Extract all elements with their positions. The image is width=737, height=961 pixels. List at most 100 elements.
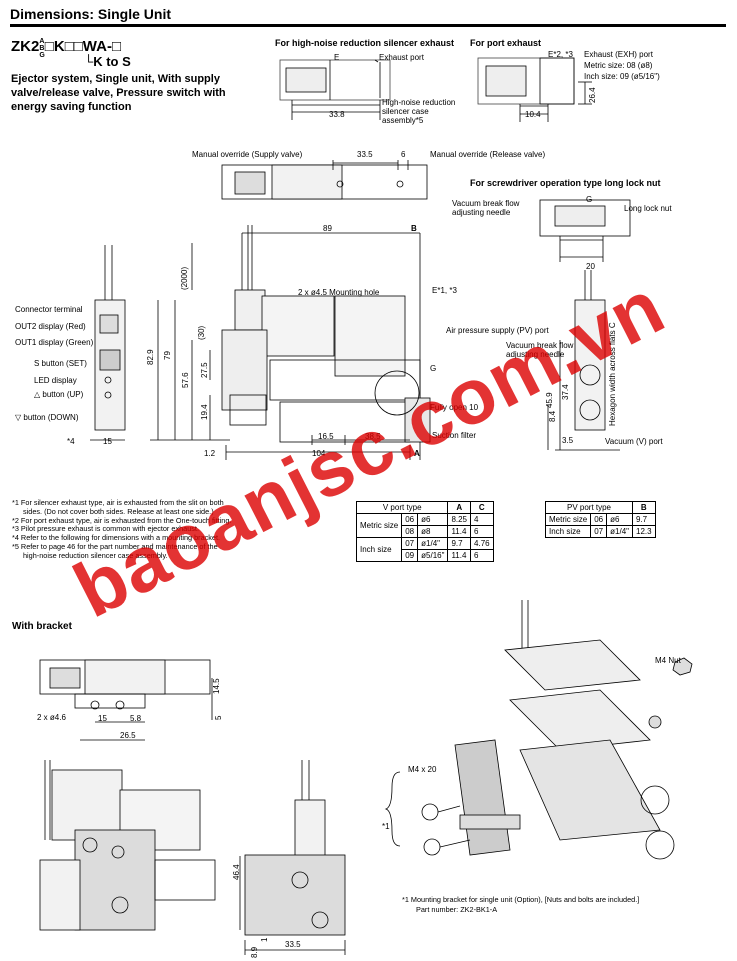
bracket-front-view	[39, 760, 216, 931]
footnote-line: *2 For port exhaust type, air is exhaust…	[12, 515, 232, 525]
label-g-front: G	[430, 364, 437, 373]
dim-1-2: 1.2	[204, 449, 216, 458]
port-exhaust-view	[477, 57, 592, 122]
silencer-case-label: High-noise reduction silencer case assem…	[382, 98, 456, 126]
dim-14-5: 14.5	[212, 678, 221, 694]
table-row: Inch size 07 ø1/4" 9.7 4.76	[355, 537, 494, 562]
dim-30: (30)	[197, 325, 206, 340]
bracket-note-marker: *1	[382, 822, 390, 831]
footnote-line: high-noise reduction silencer case assem…	[23, 550, 168, 560]
table-cell: 4	[470, 513, 494, 526]
mounting-hole-label: 2 x ø4.5 Mounting hole	[298, 288, 380, 297]
vacuum-break-needle-label-2: Vacuum break flow adjusting needle	[506, 341, 574, 360]
table-cell: 11.4	[447, 549, 472, 562]
table-cell: Metric size	[355, 513, 403, 538]
dim-33-8: 33.8	[329, 110, 345, 119]
inch-exh-label: Inch size: 09 (ø5/16")	[584, 72, 660, 81]
footnote-line: *3 Pilot pressure exhaust is common with…	[12, 524, 199, 534]
metric-exh-label: Metric size: 08 (ø8)	[584, 61, 653, 70]
manual-override-release-label: Manual override (Release valve)	[430, 150, 546, 159]
dim-20: 20	[586, 262, 595, 271]
dim-5-8: 5.8	[130, 714, 142, 723]
dim-26-5: 26.5	[120, 731, 136, 740]
dim-5: 5	[214, 715, 223, 720]
screwdriver-heading: For screwdriver operation type long lock…	[470, 178, 661, 188]
table-row: 09 ø5/16" 11.4 6	[357, 549, 494, 562]
manual-override-supply-label: Manual override (Supply valve)	[192, 150, 303, 159]
led-display-label: LED display	[34, 376, 77, 385]
table-cell: ø5/16"	[417, 549, 449, 562]
dim-82-9: 82.9	[146, 349, 155, 365]
title-rule	[10, 24, 726, 27]
top-view	[221, 160, 428, 200]
label-e-1-3: E*1, *3	[432, 286, 457, 295]
dim-1: 1	[260, 937, 269, 942]
long-lock-nut-label: Long lock nut	[624, 204, 672, 213]
exh-port-label: Exhaust (EXH) port	[584, 50, 653, 59]
bracket-top-view	[39, 659, 213, 741]
model-range: └K to S	[84, 54, 131, 69]
label-e-2-3: E*2, *3	[548, 50, 573, 59]
table-cell: 9.7	[447, 537, 472, 550]
label-g-top: G	[586, 195, 593, 204]
dim-26-4: 26.4	[588, 87, 597, 103]
silencer-exhaust-view	[279, 59, 391, 120]
s-button-label: S button (SET)	[34, 359, 87, 368]
with-bracket-heading: With bracket	[12, 621, 72, 632]
switch-side-view	[90, 245, 126, 441]
page-title: Dimensions: Single Unit	[10, 6, 172, 22]
footnote-line: sides. (Do not cover both sides. Release…	[23, 506, 214, 516]
table-header: PV port type	[545, 501, 633, 514]
table-row: Metric size 06 ø6 8.25 4	[355, 513, 494, 538]
m4x20-label: M4 x 20	[408, 765, 437, 774]
dim-16-5: 16.5	[318, 432, 334, 441]
table-cell: ø1/4"	[417, 537, 449, 550]
table-cell: Inch size	[355, 537, 403, 562]
footnotes: *1 For silencer exhaust type, air is exh…	[12, 498, 232, 560]
exhaust-port-label: Exhaust port	[379, 53, 424, 62]
dim-104: 104	[312, 449, 326, 458]
table-cell: ø6	[417, 513, 449, 526]
dim-10-4: 10.4	[525, 110, 541, 119]
out2-display-label: OUT2 display (Red)	[15, 322, 86, 331]
vacuum-break-needle-label: Vacuum break flow adjusting needle	[452, 199, 520, 218]
table-cell: 09	[401, 549, 419, 562]
dim-2x-4-6: 2 x ø4.6	[37, 713, 66, 722]
bracket-side-view	[239, 760, 346, 955]
table-cell: ø8	[417, 525, 449, 538]
m4-nut-label: M4 Nut	[655, 656, 681, 665]
v-port-table: V port type A C Metric size 06 ø6 8.25 4…	[355, 501, 494, 562]
down-button-label: ▽ button (DOWN)	[15, 413, 79, 422]
dim-6: 6	[401, 150, 406, 159]
bracket-note-line-2: Part number: ZK2-BK1-A	[416, 905, 498, 914]
table-cell: 06	[401, 513, 419, 526]
table-cell: 8.25	[447, 513, 472, 526]
vacuum-port-label: Vacuum (V) port	[605, 437, 663, 446]
table-header: V port type	[355, 501, 449, 514]
table-row: Metric size 06 ø6 9.7	[544, 513, 656, 526]
dim-79: 79	[163, 351, 172, 360]
label-a: A	[414, 449, 420, 458]
dim-38-5: 38.5	[365, 432, 381, 441]
silencer-exhaust-heading: For high-noise reduction silencer exhaus…	[275, 38, 455, 48]
table-cell: 06	[590, 513, 608, 526]
bracket-note-line-1: *1 Mounting bracket for single unit (Opt…	[402, 895, 640, 904]
product-description: Ejector system, Single unit, With supply…	[11, 73, 226, 113]
table-header: A	[447, 501, 472, 514]
table-cell: 4.76	[470, 537, 494, 550]
table-cell: 9.7	[632, 513, 656, 526]
dim-8-4: 8.4	[548, 410, 557, 422]
dim-2000: (2000)	[180, 266, 189, 290]
up-button-label: △ button (UP)	[34, 390, 84, 399]
footnote-line: *4 Refer to the following for dimensions…	[12, 533, 221, 542]
front-view	[221, 225, 431, 460]
table-cell: 11.4	[447, 525, 472, 538]
note-4-marker: *4	[67, 437, 75, 446]
out1-display-label: OUT1 display (Green)	[15, 338, 94, 347]
screwdriver-view	[539, 199, 631, 262]
dim-27-5: 27.5	[200, 362, 209, 378]
table-cell: 12.3	[632, 525, 656, 538]
port-exhaust-heading: For port exhaust	[470, 38, 542, 48]
